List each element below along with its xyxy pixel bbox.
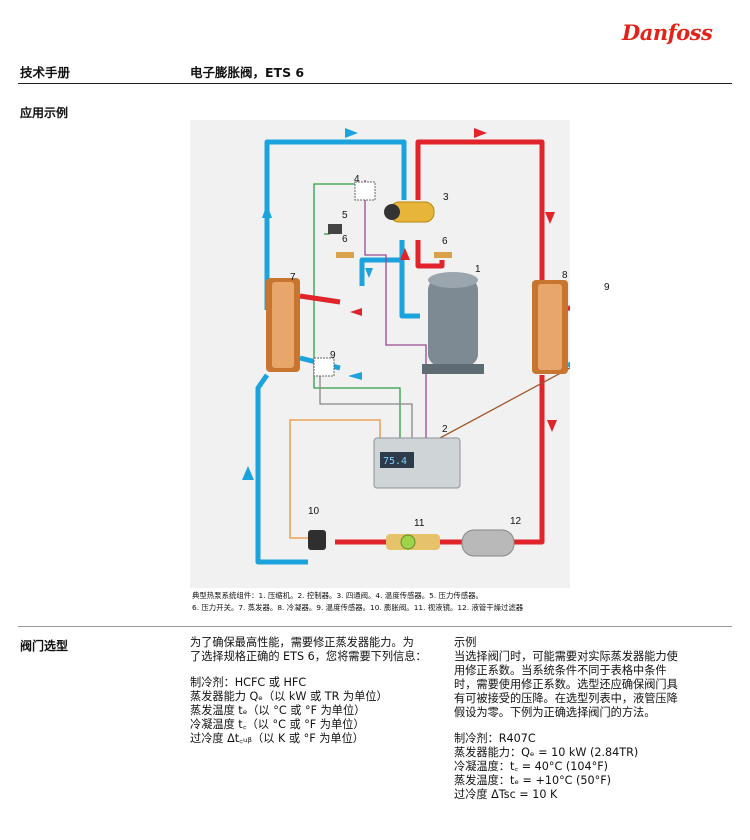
heat-pump-schematic: 75.4 [242,128,630,565]
header-left-title: 技术手册 [20,65,71,80]
label-2: 2 [442,424,448,435]
red-pipe-cond-down [514,375,545,545]
arrow-blue-top [345,128,358,138]
left-intro-line1: 为了确保最高性能，需要修正蒸发器能力。为 [190,636,414,649]
left-intro-line2: 了选择规格正确的 ETS 6，您将需要下列信息： [190,650,427,663]
requirement-subcooling: 过冷度 Δt꜀ᵤᵦ（以 K 或 °F 为单位） [190,732,364,745]
example-text-line5: 假设为零。下例为正确选择阀门的方法。 [454,706,656,719]
blue-pipe-branch [359,257,402,286]
wire-green-1 [313,183,401,438]
pressure-switch-6b [434,252,452,258]
label-1: 1 [475,264,481,275]
valve-selection-section-title: 阀门选型 [20,639,69,653]
arrow-red-down [545,212,555,224]
label-5: 5 [342,210,348,221]
example-evaporating-temp: 蒸发温度：tₑ = +10°C (50°F) [454,774,612,787]
label-10: 10 [308,506,320,517]
example-evaporator-capacity: 蒸发器能力：Qₑ = 10 kW (2.84TR) [454,746,639,759]
example-refrigerant: 制冷剂：R407C [454,732,536,745]
application-section-title: 应用示例 [20,106,69,120]
document-title: 电子膨胀阀，ETS 6 [190,65,305,80]
arrow-blue-down [365,268,373,278]
example-text-line1: 当选择阀门时，可能需要对实际蒸发器能力使 [454,650,678,663]
condenser-plates [538,284,562,370]
red-pipe-top [415,139,545,305]
wire-purple [364,180,427,438]
arrow-blue-up-1 [262,204,272,218]
arrow-red-down-2 [547,420,557,432]
blue-pipe-suction [399,240,420,319]
requirement-refrigerant: 制冷剂：HCFC 或 HFC [190,676,307,689]
requirement-evaporating-temp: 蒸发温度 tₑ（以 °C 或 °F 为单位） [190,704,366,717]
label-6a: 6 [342,234,348,245]
example-subcooling: 过冷度 ΔTsc = 10 K [454,788,558,801]
wire-orange [289,419,381,539]
arrow-red-left [350,308,362,316]
example-text-line3: 时，需要使用修正系数。选型还应确保阀门具 [454,678,678,691]
label-3: 3 [443,192,449,203]
arrow-blue-up-2 [242,466,254,480]
diagram-caption-line1: 典型热泵系统组件：1. 压缩机。2. 控制器。3. 四通阀。4. 温度传感器。5… [192,591,483,600]
label-6b: 6 [442,236,448,247]
label-11: 11 [414,518,425,529]
controller-display-value: 75.4 [383,456,407,467]
wire-gray [319,370,413,438]
arrow-red-top [474,128,487,138]
danfoss-logo: Danfoss [622,20,713,45]
controller-display [380,452,414,468]
label-8: 8 [562,270,568,281]
temperature-sensor-4 [354,181,376,201]
red-pipe-discharge [415,240,445,269]
example-title: 示例 [454,636,477,649]
requirement-condensing-temp: 冷凝温度 t꜀（以 °C 或 °F 为单位） [190,718,365,731]
section-rule [18,626,732,627]
label-4: 4 [354,174,360,185]
pressure-sensor-5 [328,224,342,234]
arrow-blue-left [348,372,362,380]
label-12: 12 [510,516,522,527]
example-text-line4: 有可被接受的压降。在选型列表中，液管压降 [454,692,678,705]
label-9a: 9 [330,350,336,361]
blue-pipe-evap-bottom [255,373,308,565]
label-9b: 9 [604,282,610,293]
temperature-sensor-9-left [313,357,335,377]
diagram-caption-line2: 6. 压力开关。7. 蒸发器。8. 冷凝器。9. 温度传感器。10. 膨胀阀。1… [192,603,524,612]
filter-drier [461,529,515,557]
controller [373,437,461,489]
requirement-evaporator-capacity: 蒸发器能力 Qₑ（以 kW 或 TR 为单位） [190,690,388,703]
label-7: 7 [290,272,296,283]
pressure-switch-6a [336,252,354,258]
expansion-valve [308,530,326,550]
compressor [428,278,478,366]
example-condensing-temp: 冷凝温度：t꜀ = 40°C (104°F) [454,760,608,773]
evaporator-plates [272,282,294,368]
header-rule [18,83,732,84]
heat-pump-diagram: 75.4 4 3 5 6 6 1 7 8 9 9 2 10 1 [190,120,630,588]
arrow-red-up [400,248,410,260]
example-text-line2: 用修正系数。当系统条件不同于表格中条件 [454,664,667,677]
blue-pipe-top [264,139,407,310]
four-way-valve-coil [384,204,400,220]
